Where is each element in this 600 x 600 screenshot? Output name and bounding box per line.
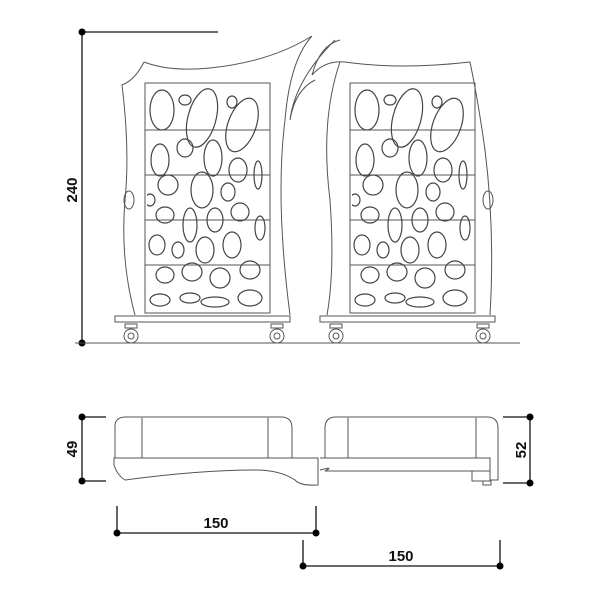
depth-left-label: 49 (64, 441, 81, 458)
width-right-label: 150 (388, 548, 413, 565)
width-left-label: 150 (203, 515, 228, 532)
width-dimension-right: 150 (299, 540, 504, 570)
wheel-icon (328, 323, 344, 344)
depth-dimension-right: 52 (503, 413, 534, 487)
height-label: 240 (64, 177, 81, 202)
wheel-icon (475, 323, 491, 344)
depth-right-label: 52 (513, 442, 530, 459)
wheel-icon (269, 323, 285, 344)
left-cabinet-elevation (114, 35, 313, 344)
right-cabinet-elevation (289, 39, 496, 344)
width-dimension-left: 150 (113, 506, 320, 537)
height-dimension: 240 (64, 28, 218, 347)
wheel-icon (123, 323, 139, 344)
left-cabinet-plan (113, 416, 319, 486)
right-cabinet-plan (319, 416, 499, 486)
depth-dimension-left: 49 (64, 413, 106, 485)
